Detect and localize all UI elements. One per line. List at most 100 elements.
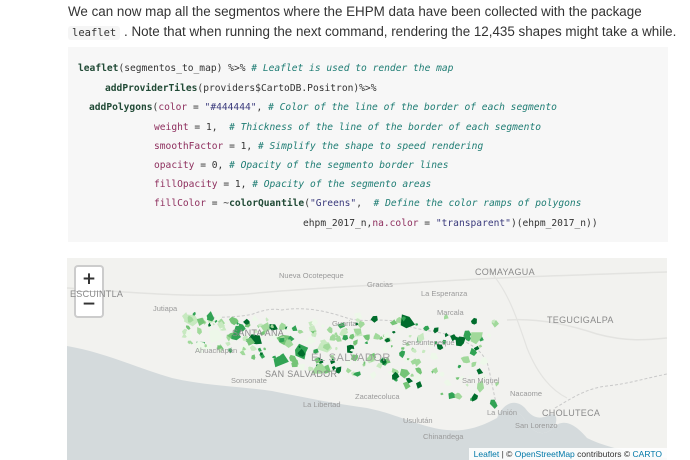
pacific-ocean [67,346,667,460]
segmento-polygon [244,344,251,350]
segmento-polygon [353,339,358,346]
label-gracias: Gracias [367,280,393,289]
segmento-polygon [353,328,362,336]
segmento-polygon [197,327,202,335]
label-ahuachapan: Ahuachapán [195,346,238,355]
label-sensuntepeque: Sensuntepeque [402,338,455,347]
segmento-polygon [257,347,262,352]
segmento-polygon [286,326,292,333]
segmento-polygon [433,327,439,334]
segmento-polygon [330,355,335,360]
segmento-polygon [405,342,411,347]
label-sonsonate: Sonsonate [231,376,267,385]
segmento-polygon [335,347,338,351]
segmento-polygon [224,321,228,325]
segmento-polygon [311,363,327,374]
segmento-polygon [301,340,305,344]
segmento-polygon [476,380,485,393]
road-1 [67,271,667,297]
segmento-polygon [384,338,391,343]
leaflet-map[interactable]: + − Nueva Ocotepeque COMAYAGUA ESCUINTLA… [67,258,667,460]
intro-line-2: leaflet . Note that when running the nex… [68,22,676,43]
border-honduras-nicaragua [554,373,667,409]
segmento-polygon [260,330,265,335]
segmento-polygon [187,340,192,345]
segmento-polygon [460,356,471,364]
segmento-polygon [423,325,430,332]
segmento-polygon [231,332,241,341]
segmento-polygon [230,338,234,342]
segmento-polygon [348,333,355,340]
segmento-polygon [260,322,270,333]
segmento-polygon [469,375,472,378]
border-guatemala-elsalvador [196,308,282,321]
segmento-polygon [350,354,359,362]
segmento-polygon [402,381,411,390]
zoom-in-button[interactable]: + [81,269,97,289]
segmento-polygon [430,352,439,360]
code-line-6: opacity = 0, # Opacity of the segmento b… [154,160,449,171]
segmento-polygon [399,368,410,379]
border-elsalvador-honduras [280,308,498,407]
segmento-polygon [410,373,414,377]
segmento-polygon [345,360,352,367]
segmento-polygon [369,371,377,380]
segmento-polygon [440,392,444,396]
segmento-polygon [215,315,221,322]
label-chinandega: Chinandega [423,432,464,441]
segmento-polygon [214,319,218,323]
segmento-polygon [307,336,316,345]
segmento-polygon [281,330,285,334]
segmento-polygon [291,325,298,331]
segmento-polygon [297,363,305,371]
segmento-polygon [251,354,256,360]
segmento-polygon [431,367,438,374]
code-line-5: smoothFactor = 1, # Simplify the shape t… [154,141,484,152]
segmento-polygon [257,323,264,328]
label-santa-ana: SANTA ANA [232,328,285,338]
label-la-union: La Unión [487,408,518,417]
code-line-3: addPolygons(color = "#444444", # Color o… [89,102,557,113]
segmento-polygon [239,350,246,356]
segmento-polygon [450,334,457,342]
segmento-polygon [390,345,393,348]
segmento-polygon [436,343,444,350]
segmento-polygon [382,346,387,353]
segmento-polygon [189,341,194,345]
segmento-polygon [322,342,331,351]
segmento-polygon [481,374,487,381]
segmento-polygon [187,315,194,323]
segmento-polygon [405,352,408,356]
segmento-polygon [362,334,370,341]
segmento-polygon [457,364,462,369]
attribution-osm-link[interactable]: OpenStreetMap [514,449,575,459]
segmento-polygon [297,329,304,334]
segmento-polygon [181,333,187,338]
attribution-leaflet-link[interactable]: Leaflet [473,449,500,459]
code-line-7: fillOpacity = 1, # Opacity of the segmen… [154,179,432,190]
segmento-polygon [366,355,376,362]
segmento-polygon [270,324,275,329]
label-san-salvador: SAN SALVADOR [265,369,338,379]
code-line-2: addProviderTiles(providers$CartoDB.Posit… [105,83,377,94]
segmento-polygon [233,325,244,334]
segmento-polygon [448,392,456,400]
segmento-polygon [422,349,426,353]
segmento-polygon [380,358,387,365]
road-3 [486,267,568,399]
zoom-out-button[interactable]: − [76,291,102,316]
segmento-polygon [242,346,247,351]
attribution-carto-link[interactable]: CARTO [632,449,662,459]
label-usulutan: Usulután [403,416,433,425]
segmento-polygon [334,335,342,342]
segmento-polygon [454,392,463,400]
segmento-polygon [270,334,275,339]
segmento-polygon [252,314,259,322]
segmento-polygon [196,317,205,326]
segmento-polygon [470,317,477,325]
segmento-polygon [245,337,256,346]
segmento-polygon [335,366,342,374]
segmento-polygon [401,316,406,322]
label-nueva-ocotepeque: Nueva Ocotepeque [279,271,344,280]
segmento-polygon [363,361,366,365]
